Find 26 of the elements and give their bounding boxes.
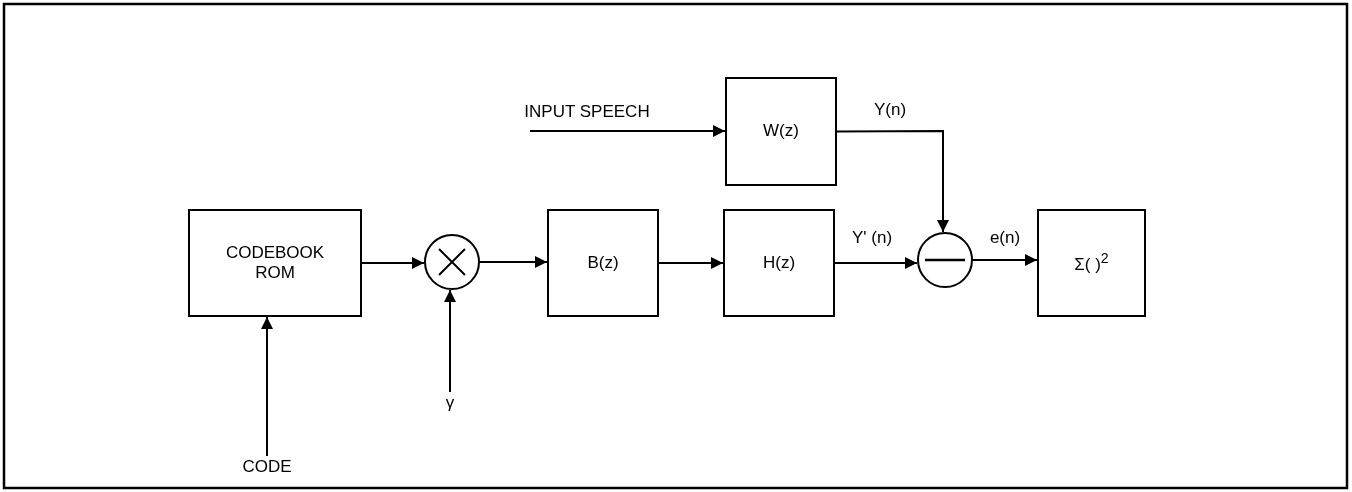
input-label: CODE [235, 456, 299, 478]
arrow [658, 257, 724, 269]
edge-label: Y' (n) [849, 228, 895, 248]
block-label: H(z) [762, 252, 796, 274]
process-box [188, 209, 362, 317]
process-box [723, 209, 835, 317]
process-box [1037, 209, 1146, 317]
process-box [725, 77, 837, 186]
arrow [836, 130, 949, 233]
block-label: W(z) [763, 121, 799, 142]
block-label: Σ( )$^{2}$ [1074, 250, 1109, 276]
arrow [444, 289, 456, 393]
arrow [361, 257, 425, 269]
process-box [547, 209, 659, 317]
block-label: B(z) [587, 252, 619, 274]
edge-label: Y(n) [871, 100, 909, 120]
block-label: CODEBOOK ROM [224, 242, 326, 284]
subtractor-circle [917, 232, 973, 288]
multiplier-circle [424, 234, 480, 290]
edge-label: e(n) [987, 228, 1023, 248]
arrow [972, 254, 1038, 266]
arrow [261, 316, 273, 457]
input-label: γ [441, 392, 459, 414]
arrow [529, 125, 726, 137]
arrow [479, 256, 548, 268]
arrow [834, 257, 918, 269]
